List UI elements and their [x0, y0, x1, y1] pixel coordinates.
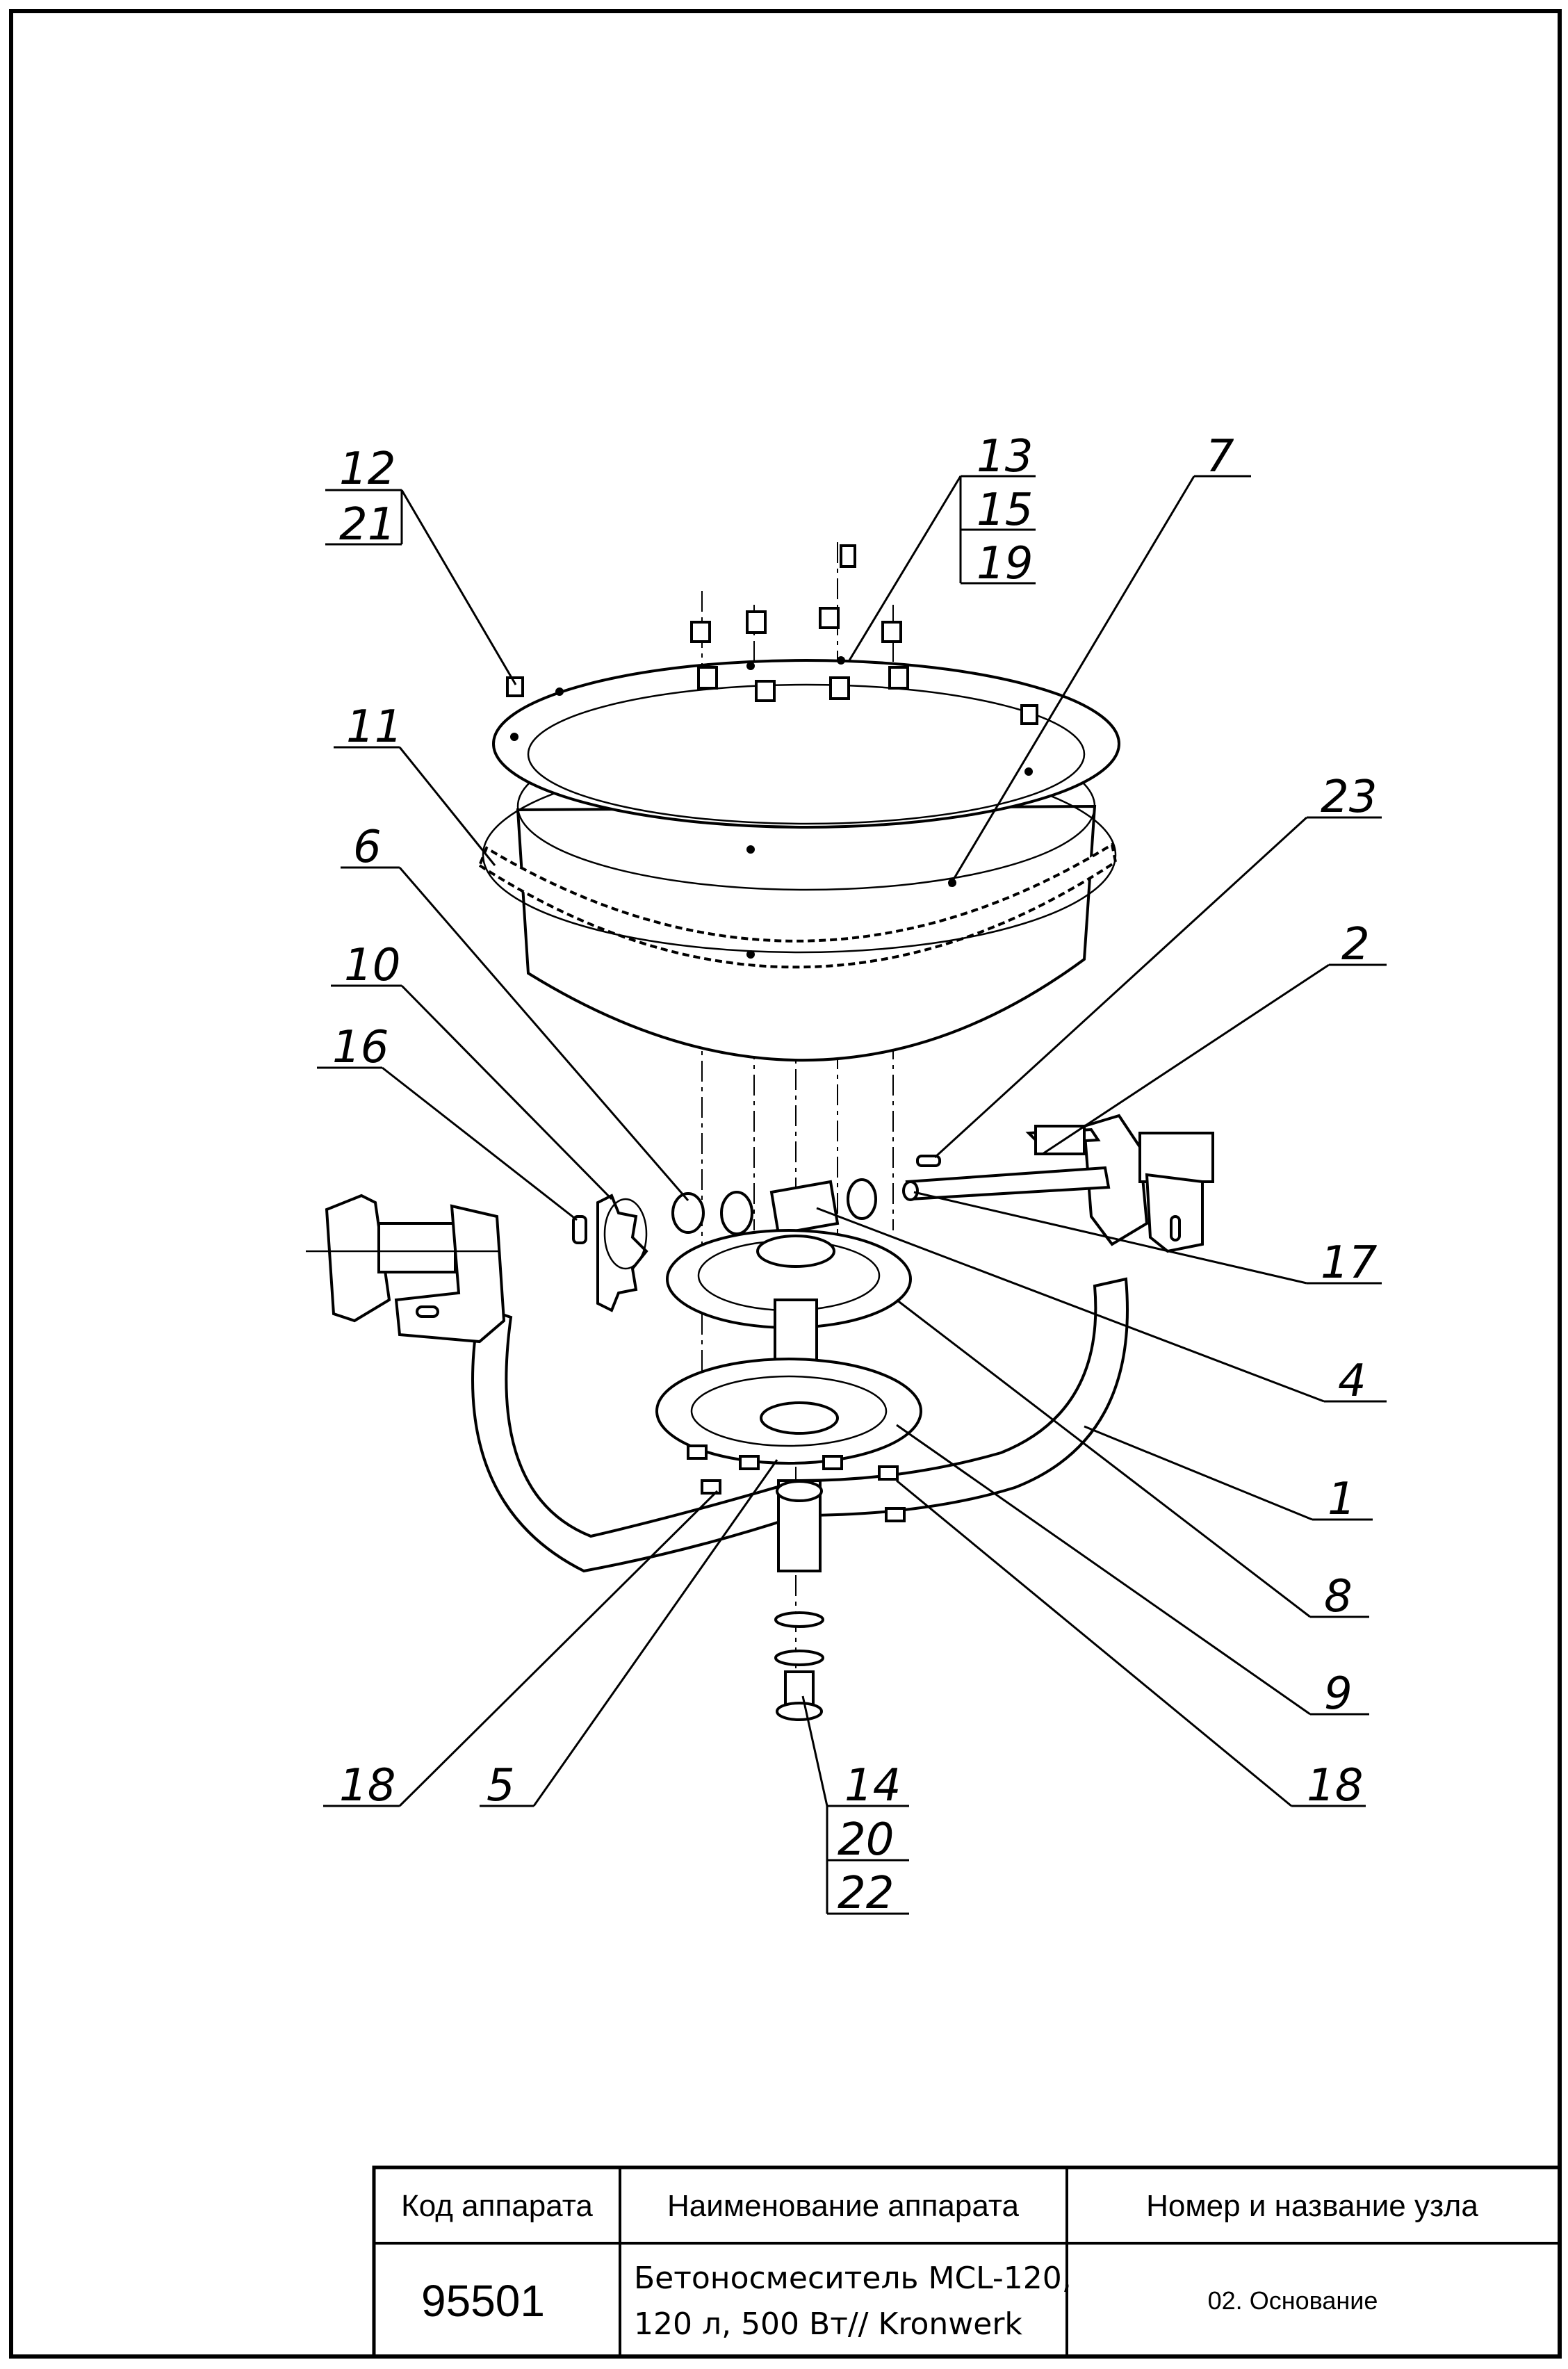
flange-bolts — [506, 544, 1038, 725]
left-bracket — [306, 1194, 506, 1344]
key-part-16 — [572, 1215, 587, 1244]
callout-22: 22 — [838, 1868, 894, 1919]
callout-16: 16 — [332, 1022, 389, 1073]
callout-14: 14 — [844, 1760, 901, 1812]
bearing-flange-part-9 — [655, 1358, 922, 1465]
base-frame-part-1 — [471, 1277, 1129, 1573]
apparatus-code: 95501 — [421, 2276, 545, 2326]
title-block: Код аппарата Наименование аппарата Номер… — [372, 2165, 1562, 2359]
bushing-part-6 — [671, 1191, 753, 1235]
header-name: Наименование аппарата — [667, 2189, 1019, 2223]
callout-2: 2 — [1341, 919, 1370, 970]
sleeve-part-4 — [769, 1178, 877, 1236]
callout-10: 10 — [344, 940, 400, 991]
unit-name: 02. Основание — [1208, 2286, 1378, 2315]
callout-4: 4 — [1338, 1356, 1366, 1407]
callout-13: 13 — [977, 431, 1033, 482]
pin-part-23 — [916, 1155, 941, 1167]
callout-20: 20 — [838, 1814, 894, 1866]
nuts-part-18 — [687, 1444, 906, 1522]
callouts: 12 21 13 15 19 7 11 6 10 16 — [317, 431, 1387, 1919]
apparatus-name-line1: Бетоносмеситель MCL-120, — [634, 2261, 1072, 2296]
callout-19: 19 — [977, 538, 1033, 589]
bottom-bolt-stack — [774, 1611, 824, 1721]
apparatus-name-line2: 120 л, 500 Вт// Kronwerk — [634, 2306, 1022, 2342]
bearing-flange-part-8 — [666, 1229, 912, 1329]
lever-rod-part-17 — [905, 1166, 1111, 1201]
header-code: Код аппарата — [401, 2189, 593, 2223]
callout-18-right: 18 — [1307, 1760, 1363, 1812]
callout-8: 8 — [1324, 1571, 1353, 1622]
callout-23: 23 — [1321, 772, 1377, 823]
pinion-part-10 — [596, 1194, 648, 1312]
callout-1: 1 — [1328, 1474, 1356, 1525]
right-bracket-part-2 — [1025, 1114, 1214, 1253]
callout-12: 12 — [339, 443, 395, 495]
drawing-frame — [9, 9, 1562, 2359]
callout-18-left: 18 — [339, 1760, 395, 1812]
callout-6: 6 — [353, 822, 382, 873]
callout-5: 5 — [487, 1760, 515, 1812]
header-unit: Номер и название узла — [1146, 2189, 1478, 2223]
callout-17: 17 — [1321, 1237, 1378, 1289]
callout-11: 11 — [346, 701, 402, 753]
callout-21: 21 — [339, 499, 395, 551]
callout-15: 15 — [977, 485, 1033, 536]
parts-illustration — [306, 542, 1214, 1721]
callout-9: 9 — [1324, 1668, 1353, 1720]
callout-7: 7 — [1206, 431, 1234, 482]
ring-gear-part-11 — [477, 842, 1118, 969]
drum-part-7 — [477, 656, 1120, 1062]
